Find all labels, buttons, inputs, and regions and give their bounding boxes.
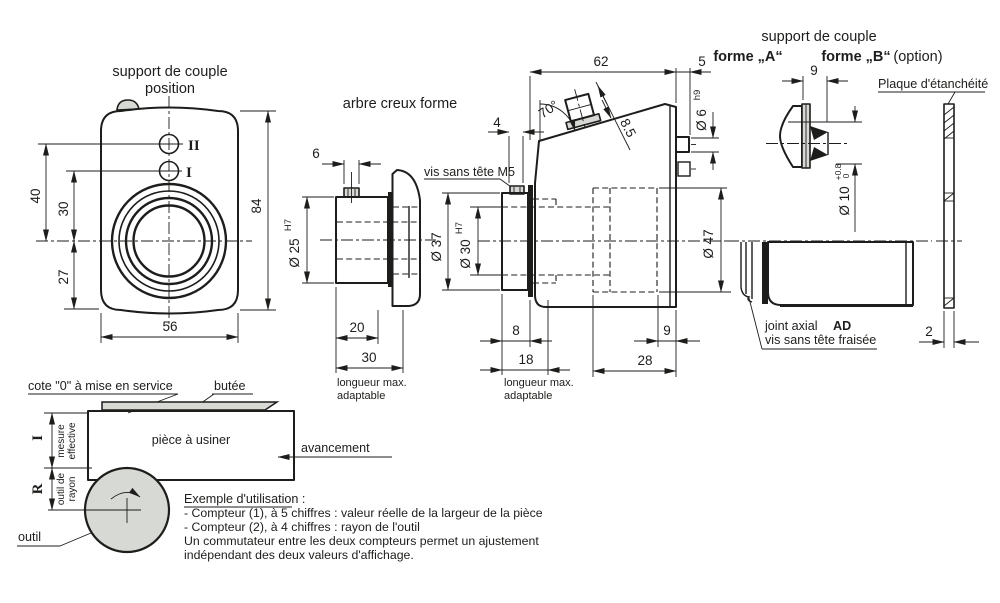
cote-zero-label: cote "0" à mise en service: [28, 379, 173, 393]
example-line-2: - Compteur (2), à 4 chiffres : rayon de …: [184, 520, 420, 534]
avancement-label: avancement: [301, 441, 370, 455]
front-view: support de couple position II I 40 30 27…: [28, 64, 276, 343]
support-view: support de couple forme „A“ forme „B“ (o…: [713, 29, 988, 348]
example-line-3: Un commutateur entre les deux compteurs …: [184, 534, 539, 548]
shaft-view-title: arbre creux forme: [343, 96, 457, 112]
housing-top-tab: [116, 99, 140, 111]
dim-30: 30: [361, 350, 376, 365]
dim-40: 40: [28, 188, 43, 203]
support-title: support de couple: [761, 29, 876, 45]
section-note-1: longueur max.: [504, 377, 574, 389]
plaque-label: Plaque d'étanchéité: [878, 77, 988, 91]
shaft-note-2: adaptable: [337, 390, 385, 402]
rotation-arrow: [110, 487, 141, 500]
dim-8-5: 8.5: [617, 116, 639, 140]
forme-a-label: forme „A“: [713, 49, 782, 65]
butee-label: butée: [214, 379, 246, 393]
dim-27: 27: [56, 269, 71, 284]
dim-d47: Ø 47: [701, 229, 716, 258]
front-view-subtitle: position: [145, 81, 195, 97]
pin-bottom: [677, 161, 691, 177]
tol-d25: H7: [283, 219, 294, 231]
tol-d30: H7: [454, 222, 465, 234]
dim-8: 8: [512, 323, 520, 338]
clip-forme-b: [810, 126, 828, 140]
mesure-label-1: mesure: [56, 424, 67, 458]
dim-20: 20: [349, 320, 364, 335]
side-view: joint axial AD vis sans tête fraisée: [727, 240, 932, 350]
dim-d25: Ø 25: [287, 238, 302, 267]
shaft-shoulder-face: [388, 192, 393, 287]
dim-d30: Ø 30: [458, 239, 473, 268]
piece-label: pièce à usiner: [152, 433, 230, 447]
dim-d10: Ø 10: [837, 186, 852, 215]
option-label: (option): [893, 49, 942, 65]
dim-84: 84: [249, 198, 264, 214]
workpiece: [87, 410, 295, 481]
dim-9-support: 9: [810, 63, 818, 78]
example-title: Exemple d'utilisation :: [184, 492, 305, 506]
dim-9: 9: [663, 323, 671, 338]
dim-62: 62: [593, 54, 608, 69]
dim-I: I: [30, 435, 46, 441]
mesure-label-2: effective: [67, 422, 78, 459]
tol-d6: h9: [692, 90, 703, 101]
section-note-2: adaptable: [504, 390, 552, 402]
side-face-edge: [762, 242, 768, 304]
knob-forme-a: [779, 105, 803, 168]
dim-30: 30: [56, 201, 71, 216]
setscrew-label: vis sans tête M5: [424, 165, 515, 179]
joint-label-2: vis sans tête fraisée: [765, 333, 876, 347]
pin-top: [675, 136, 690, 153]
port-II-label: II: [188, 138, 200, 154]
rayon-label-1: outil de: [56, 472, 67, 505]
example-line-4: indépendant des deux valeurs d'affichage…: [184, 548, 414, 562]
section-view: vis sans tête M5: [424, 54, 735, 402]
usage-view: cote "0" à mise en service butée pièce à…: [17, 379, 543, 562]
shaft-note-1: longueur max.: [337, 377, 407, 389]
dim-18: 18: [518, 352, 533, 367]
forme-b-label: forme „B“: [821, 49, 890, 65]
joint-label-bold: AD: [833, 319, 851, 333]
dim-d37: Ø 37: [429, 232, 444, 261]
outil-label: outil: [18, 530, 41, 544]
dim-6: 6: [312, 146, 320, 161]
example-line-1: - Compteur (1), à 5 chiffres : valeur ré…: [184, 506, 543, 520]
sealing-plate: [943, 103, 955, 309]
dim-28: 28: [637, 353, 652, 368]
dim-4: 4: [493, 115, 501, 130]
dim-2: 2: [925, 324, 933, 339]
port-I-label: I: [186, 165, 192, 181]
tol-d10-zero: 0: [841, 173, 851, 178]
section-body: [534, 103, 677, 308]
tol-d10-plus: +0.8: [833, 163, 843, 180]
dim-56: 56: [162, 319, 177, 334]
hollow-shaft-view: arbre creux forme 6 Ø 25 H7 20 30: [283, 96, 457, 402]
dim-R: R: [30, 483, 46, 494]
slope-knob: [564, 89, 602, 131]
dim-d6: Ø 6: [694, 109, 709, 131]
dim-5: 5: [698, 54, 706, 69]
joint-label-1: joint axial: [764, 319, 818, 333]
housing-body: [100, 106, 239, 315]
side-body: [767, 241, 914, 306]
front-view-title: support de couple: [112, 64, 227, 80]
shaft-flange: [391, 169, 421, 307]
rayon-label-2: rayon: [67, 476, 78, 501]
stop-plate: [101, 401, 280, 411]
